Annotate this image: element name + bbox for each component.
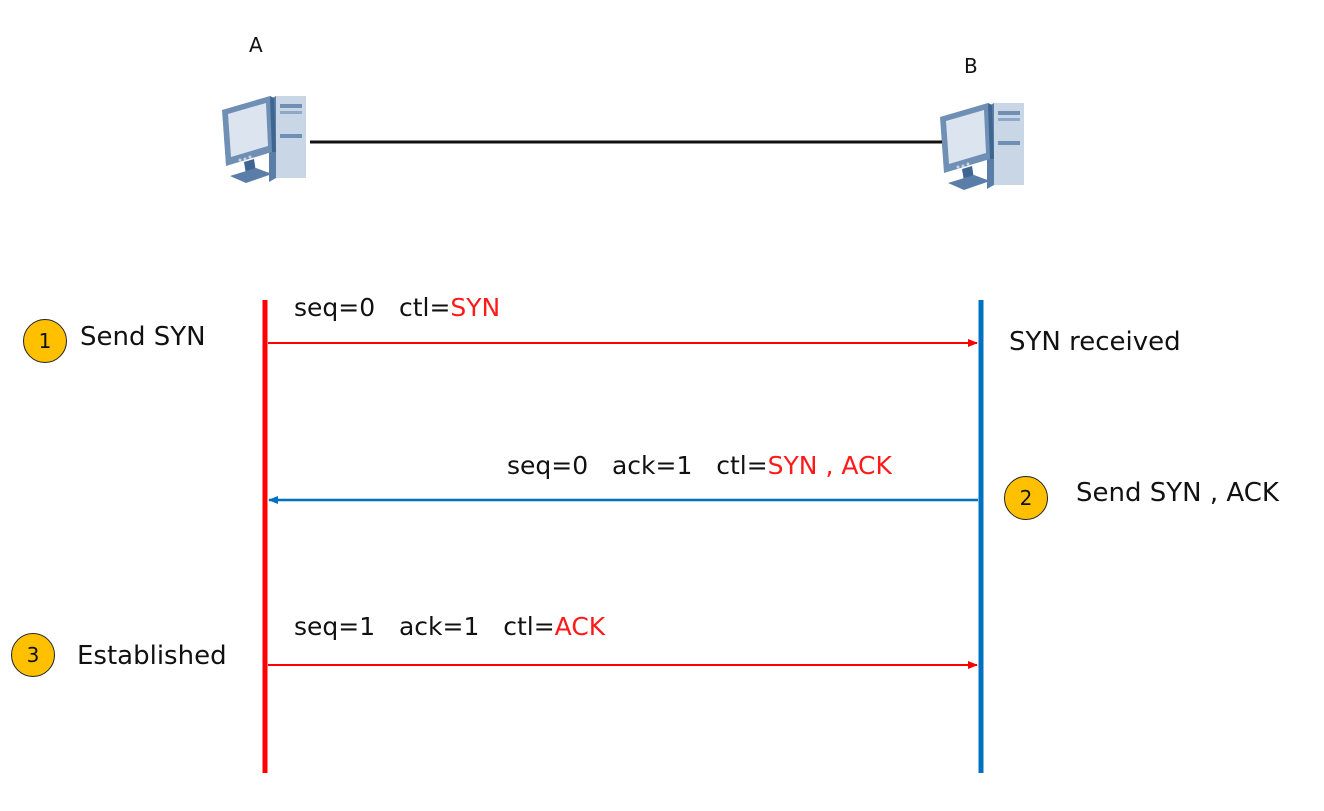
step-1-label: Send SYN <box>80 322 206 352</box>
host-b-computer-icon <box>940 103 1024 190</box>
step-2-badge: 2 <box>1004 476 1048 520</box>
step-1-badge: 1 <box>23 319 67 363</box>
message-syn-ack-label: seq=0 ack=1 ctl=SYN , ACK <box>507 451 892 480</box>
message-flags: SYN <box>450 293 501 322</box>
message-flags: SYN , ACK <box>767 451 892 480</box>
step-3-badge: 3 <box>11 633 55 677</box>
message-ack-label: seq=1 ack=1 ctl=ACK <box>294 612 605 641</box>
message-fields: seq=0 ctl= <box>294 293 451 322</box>
message-syn-label: seq=0 ctl=SYN <box>294 293 500 322</box>
host-b-label: B <box>964 54 978 78</box>
step-2-label: Send SYN , ACK <box>1076 478 1279 508</box>
host-a-computer-icon <box>222 96 306 183</box>
host-a-label: A <box>249 33 263 57</box>
message-fields: seq=1 ack=1 ctl= <box>294 612 555 641</box>
syn-received-status: SYN received <box>1009 327 1181 357</box>
step-3-label: Established <box>77 641 227 671</box>
message-fields: seq=0 ack=1 ctl= <box>507 451 768 480</box>
message-flags: ACK <box>554 612 606 641</box>
